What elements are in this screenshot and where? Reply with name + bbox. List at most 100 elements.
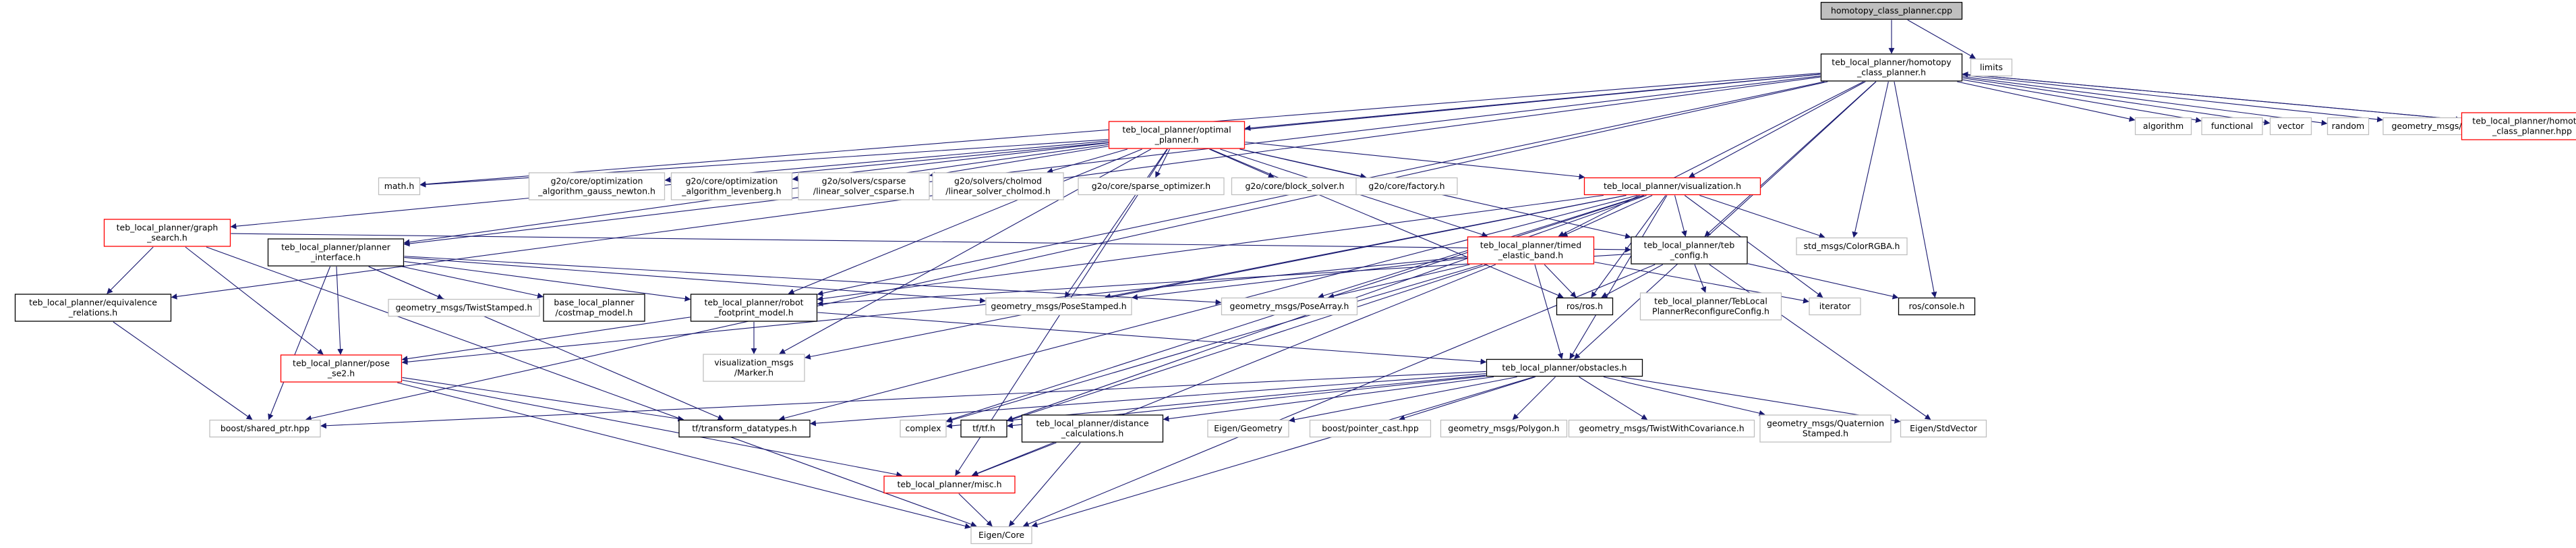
node-graph-search[interactable]: teb_local_planner/graph_search.h: [103, 219, 231, 247]
node-label-line: algorithm: [2143, 121, 2184, 131]
edge-graph-search-to-pose-se2: [185, 246, 324, 355]
node-pointer-cast[interactable]: boost/pointer_cast.hpp: [1309, 419, 1432, 438]
node-label-line: Eigen/Geometry: [1214, 423, 1283, 433]
node-math[interactable]: math.h: [378, 177, 421, 196]
node-label-line: g2o/core/block_solver.h: [1245, 181, 1344, 191]
edge-visualization-to-std-color: [1699, 194, 1825, 239]
edge-homotopy-hpp-to-homotopy-h: [1962, 72, 2461, 120]
node-label-line: teb_local_planner/robot: [704, 298, 803, 308]
node-g2o-factory[interactable]: g2o/core/factory.h: [1355, 177, 1458, 196]
node-label-line: teb_local_planner/homotopy: [1832, 57, 1952, 67]
node-box: [2201, 117, 2263, 136]
node-g2o-gauss[interactable]: g2o/core/optimization_algorithm_gauss_ne…: [528, 172, 666, 200]
node-box: [1820, 53, 1963, 82]
node-g2o-block[interactable]: g2o/core/block_solver.h: [1231, 177, 1359, 196]
edge-teb-config-to-ros-console: [1747, 263, 1899, 300]
node-label-line: tf/tf.h: [972, 423, 995, 433]
node-g2o-cholmod[interactable]: g2o/solvers/cholmod/linear_solver_cholmo…: [932, 172, 1064, 200]
node-algorithm[interactable]: algorithm: [2134, 117, 2192, 136]
node-label-line: /Marker.h: [734, 368, 773, 378]
node-label-line: teb_local_planner/pose: [293, 358, 390, 368]
node-ros-h[interactable]: ros/ros.h: [1556, 297, 1614, 316]
node-homotopy-cpp[interactable]: homotopy_class_planner.cpp: [1820, 1, 1963, 20]
node-costmap-model[interactable]: base_local_planner/costmap_model.h: [543, 294, 645, 322]
node-homotopy-h[interactable]: teb_local_planner/homotopy_class_planner…: [1820, 53, 1963, 82]
node-tf-h[interactable]: tf/tf.h: [960, 419, 1007, 438]
node-label-line: visualization_msgs: [714, 358, 793, 368]
node-teb-config[interactable]: teb_local_planner/teb_config.h: [1631, 236, 1748, 265]
edge-optimal-planner-to-g2o-csparse: [929, 146, 1109, 178]
node-vis-marker[interactable]: visualization_msgs/Marker.h: [703, 354, 805, 382]
node-planner-interface[interactable]: teb_local_planner/planner_interface.h: [267, 238, 405, 267]
edge-visualization-to-iterator: [1684, 195, 1823, 298]
node-homotopy-hpp[interactable]: teb_local_planner/homotopy_class_planner…: [2461, 112, 2576, 140]
node-tf-datatypes[interactable]: tf/transform_datatypes.h: [678, 419, 811, 438]
node-pose-array[interactable]: geometry_msgs/PoseArray.h: [1221, 297, 1358, 316]
edge-optimal-planner-to-pose-stamped: [1064, 148, 1167, 298]
node-obstacles[interactable]: teb_local_planner/obstacles.h: [1486, 358, 1643, 377]
node-vector[interactable]: vector: [2269, 117, 2312, 136]
edge-homotopy-h-to-teb-config: [1704, 81, 1877, 237]
node-polygon[interactable]: geometry_msgs/Polygon.h: [1440, 419, 1568, 438]
node-box: [1820, 1, 1963, 20]
node-box: [378, 177, 421, 196]
node-random[interactable]: random: [2326, 117, 2370, 136]
node-g2o-csparse[interactable]: g2o/solvers/csparse/linear_solver_cspars…: [798, 172, 930, 200]
node-robot-footprint[interactable]: teb_local_planner/robot_footprint_model.…: [690, 294, 818, 322]
node-functional[interactable]: functional: [2201, 117, 2263, 136]
node-label-line: teb_local_planner/homotopy: [2472, 116, 2576, 126]
node-box: [883, 475, 1016, 494]
node-box: [2269, 117, 2312, 136]
node-g2o-sparse[interactable]: g2o/core/sparse_optimizer.h: [1078, 177, 1225, 196]
node-optimal-planner[interactable]: teb_local_planner/optimal_planner.h: [1108, 121, 1246, 149]
edge-teb-config-to-eigen-stdvector: [1709, 264, 1931, 420]
node-label-line: Eigen/StdVector: [1910, 423, 1978, 433]
edge-visualization-to-robot-footprint: [817, 194, 1604, 302]
node-pose-se2[interactable]: teb_local_planner/pose_se2.h: [280, 354, 403, 383]
edge-graph-search-to-teb-config: [231, 233, 1631, 253]
node-equivalence[interactable]: teb_local_planner/equivalence_relations.…: [14, 294, 172, 322]
node-box: [1021, 414, 1164, 443]
node-complex[interactable]: complex: [900, 419, 947, 438]
node-box: [1900, 419, 1987, 438]
node-eigen-geometry[interactable]: Eigen/Geometry: [1207, 419, 1289, 438]
node-box: [267, 238, 405, 267]
node-eigen-core[interactable]: Eigen/Core: [970, 526, 1032, 545]
node-std-color[interactable]: std_msgs/ColorRGBA.h: [1796, 237, 1908, 256]
edge-obstacles-to-tf-datatypes: [810, 373, 1486, 427]
edge-visualization-to-tf-datatypes: [778, 194, 1638, 421]
node-label-line: _se2.h: [327, 368, 355, 379]
node-label-line: teb_local_planner/visualization.h: [1604, 181, 1741, 191]
edge-visualization-to-timed-elastic-band: [1561, 194, 1653, 237]
node-pose-stamped[interactable]: geometry_msgs/PoseStamped.h: [985, 297, 1132, 316]
edge-timed-elastic-band-to-pose-array: [1328, 264, 1470, 299]
edge-homotopy-cpp-to-limits: [1907, 20, 1976, 59]
edge-obstacles-to-eigen-stdvector: [1621, 376, 1901, 424]
node-distance-calc[interactable]: teb_local_planner/distance_calculations.…: [1021, 414, 1164, 443]
node-label-line: functional: [2211, 121, 2253, 131]
node-limits[interactable]: limits: [1970, 58, 2013, 77]
node-box: [388, 298, 540, 317]
node-twist-stamped[interactable]: geometry_msgs/TwistStamped.h: [388, 298, 540, 317]
node-g2o-lm[interactable]: g2o/core/optimization_algorithm_levenber…: [670, 172, 793, 200]
node-box: [103, 219, 231, 247]
node-timed-elastic-band[interactable]: teb_local_planner/timed_elastic_band.h: [1467, 236, 1595, 265]
node-visualization[interactable]: teb_local_planner/visualization.h: [1583, 177, 1761, 196]
node-shared-ptr[interactable]: boost/shared_ptr.hpp: [209, 419, 321, 438]
node-box: [280, 354, 403, 383]
node-twist-cov[interactable]: geometry_msgs/TwistWithCovariance.h: [1568, 419, 1755, 438]
node-teb-reconfig[interactable]: teb_local_planner/TebLocalPlannerReconfi…: [1639, 292, 1782, 321]
node-iterator[interactable]: iterator: [1809, 297, 1861, 316]
edges-layer: [107, 20, 2462, 529]
node-eigen-stdvector[interactable]: Eigen/StdVector: [1900, 419, 1987, 438]
node-box: [1355, 177, 1458, 196]
node-label-line: iterator: [1819, 301, 1851, 311]
node-label-line: _search.h: [146, 233, 187, 243]
node-label-line: g2o/solvers/csparse: [822, 176, 906, 186]
edge-planner-interface-to-tf-datatypes: [368, 266, 724, 420]
node-misc[interactable]: teb_local_planner/misc.h: [883, 475, 1016, 494]
node-ros-console[interactable]: ros/console.h: [1898, 297, 1976, 316]
edge-homotopy-h-to-functional: [1962, 79, 2202, 124]
